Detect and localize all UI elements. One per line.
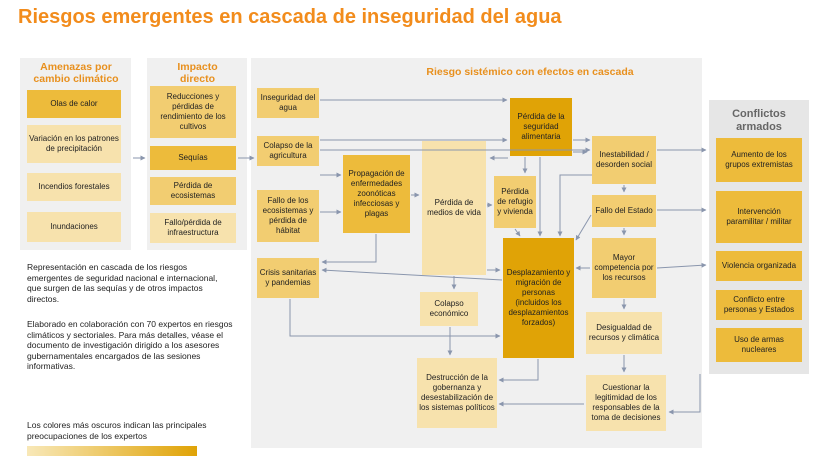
direct-header: Impacto directo <box>177 61 218 85</box>
color-gradient-legend <box>27 446 197 456</box>
arrow-migration-governance <box>498 359 539 383</box>
food-security-loss: Pérdida de la seguridad alimentaria <box>510 98 572 156</box>
threat-heatwaves: Olas de calor <box>27 90 121 118</box>
legitimacy-questioning: Cuestionar la legitimidad de los respons… <box>586 375 666 431</box>
resource-inequality: Desigualdad de recursos y climática <box>586 312 662 354</box>
threat-precipitation: Variación en los patrones de precipitaci… <box>27 125 121 163</box>
governance-destruction: Destrucción de la gobernanza y desestabi… <box>417 358 497 428</box>
arrow-instability-migration <box>557 174 592 237</box>
arrow-state-migration <box>575 214 592 241</box>
systemic-header: Riesgo sistémico con efectos en cascada <box>426 66 634 78</box>
direct-infrastructure: Fallo/pérdida de infraestructura <box>150 213 236 243</box>
social-instability: Inestabilidad / desorden social <box>592 136 656 184</box>
shelter-loss: Pérdida de refugio y vivienda <box>494 176 536 228</box>
economic-collapse: Colapso económico <box>420 292 478 326</box>
ecosystem-failure: Fallo de los ecosistemas y pérdida de há… <box>257 190 319 242</box>
threat-floods: Inundaciones <box>27 212 121 242</box>
conflict-violence: Violencia organizada <box>716 251 802 281</box>
water-insecurity: Inseguridad del agua <box>257 88 319 118</box>
population-displacement: Desplazamiento y migración de personas (… <box>503 238 574 358</box>
health-crises: Crisis sanitarias y pandemias <box>257 258 319 298</box>
note-color-legend: Los colores más oscuros indican las prin… <box>27 420 207 441</box>
zoonotic-spread: Propagación de enfermedades zoonóticas i… <box>343 155 410 233</box>
arrow-migration-health <box>321 267 503 281</box>
conflicts-header: Conflictos armados <box>732 108 786 133</box>
conflict-extremists: Aumento de los grupos extremistas <box>716 138 802 182</box>
conflict-people-states: Conflicto entre personas y Estados <box>716 290 802 320</box>
arrow-zoonotic-health <box>321 234 377 265</box>
arrow-conflicts-legitimacy <box>668 374 701 415</box>
arrow-health-displacement <box>289 299 501 339</box>
note-collaboration: Elaborado en colaboración con 70 experto… <box>27 319 233 371</box>
threat-wildfires: Incendios forestales <box>27 173 121 201</box>
state-failure: Fallo del Estado <box>592 195 656 227</box>
threats-header: Amenazas por cambio climático <box>33 61 119 85</box>
note-representation: Representación en cascada de los riesgos… <box>27 262 218 304</box>
direct-ecosystem-loss: Pérdida de ecosistemas <box>150 177 236 205</box>
resource-competition: Mayor competencia por los recursos <box>592 238 656 298</box>
arrow-competition-conflicts <box>656 262 707 269</box>
agriculture-collapse: Colapso de la agricultura <box>257 136 319 166</box>
direct-crop-loss: Reducciones y pérdidas de rendimiento de… <box>150 86 236 138</box>
page-title: Riesgos emergentes en cascada de insegur… <box>18 6 562 28</box>
conflict-nuclear: Uso de armas nucleares <box>716 328 802 362</box>
livelihood-loss: Pérdida de medios de vida <box>422 141 486 275</box>
arrow-shelter-migration <box>514 228 521 237</box>
direct-droughts: Sequías <box>150 146 236 170</box>
conflict-paramilitary: Intervención paramilitar / militar <box>716 191 802 243</box>
